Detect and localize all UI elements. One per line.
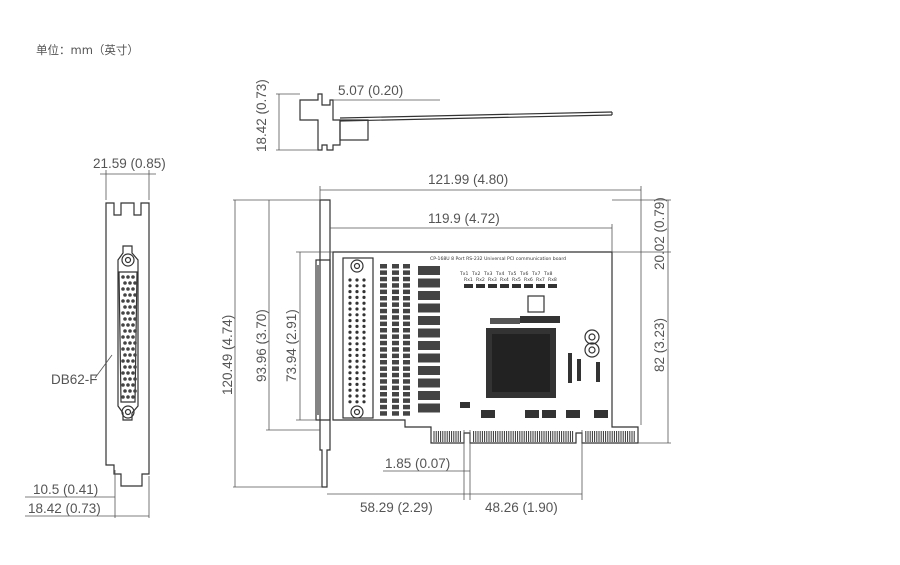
dim-total-length: 121.99 (4.80) [428,172,508,187]
dim-height-2: 93.96 (3.70) [254,309,269,382]
dim-key-offset: 1.85 (0.07) [385,456,450,471]
dim-to-key: 58.29 (2.29) [360,500,433,515]
dim-board-length: 119.9 (4.72) [428,211,500,226]
led-label-rx: Rx4 [500,277,509,283]
led-label: Tx7 [531,271,541,277]
led-label: Tx6 [519,271,529,277]
led-label-rx: Rx7 [536,277,545,283]
connector-label: DB62-F [51,372,98,387]
led-label-rx: Rx8 [548,277,557,283]
led-label-rx: Rx6 [524,277,533,283]
led-label: Tx1 [459,271,469,277]
led-label: Tx4 [495,271,505,277]
dim-bottom-tab-total: 18.42 (0.73) [28,501,101,516]
led-label: Tx8 [543,271,553,277]
led-label-rx: Rx2 [476,277,485,283]
led-label-rx: Rx5 [512,277,521,283]
led-label-rx: Rx1 [464,277,473,283]
side-view [276,93,613,151]
board-view: CP-168U 8 Port RS-232 Universal PCI comm… [315,199,639,488]
dim-side-offset: 5.07 (0.20) [338,83,403,98]
dim-bracket-width: 21.59 (0.85) [93,156,166,171]
board-title: CP-168U 8 Port RS-232 Universal PCI comm… [430,256,566,262]
led-label: Tx2 [471,271,481,277]
dim-height-3: 73.94 (2.91) [284,309,299,382]
dim-right-height: 82 (3.23) [652,318,667,372]
unit-label: 单位：mm（英寸） [36,43,139,57]
led-label-rx: Rx3 [488,277,497,283]
board-header-pins [348,278,366,404]
dim-bottom-tab: 10.5 (0.41) [33,482,98,497]
dim-total-height: 120.49 (4.74) [220,315,235,395]
led-label: Tx5 [507,271,517,277]
dim-side-height: 18.42 (0.73) [254,79,269,152]
bracket-view [25,170,156,518]
led-label: Tx3 [483,271,493,277]
edge-contacts [433,431,635,442]
dim-key-to-end: 48.26 (1.90) [485,500,558,515]
dim-top-offset: 20.02 (0.79) [652,197,667,270]
board-dimension-lines [233,186,671,500]
db62-pins [121,275,137,399]
ic-rows [380,264,557,416]
